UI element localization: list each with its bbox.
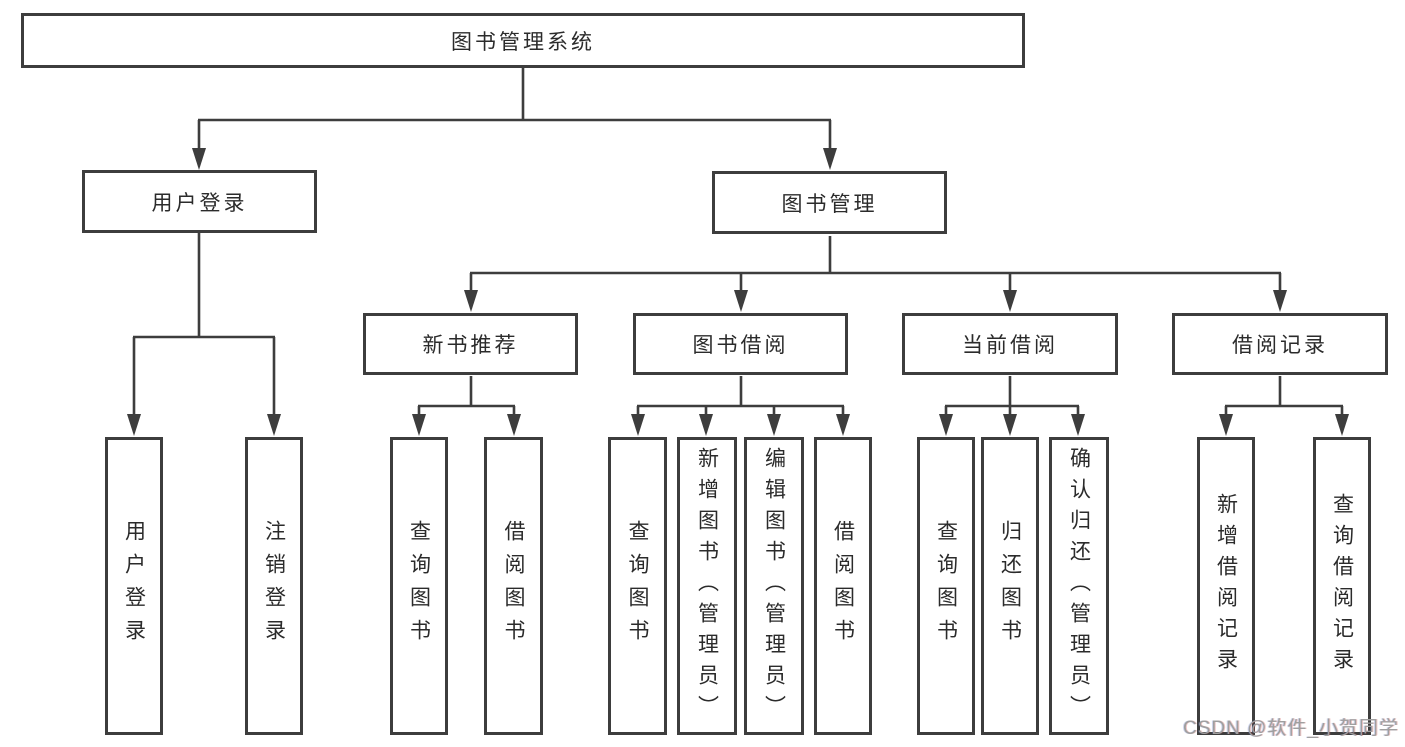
leaf-query-book-recommend: 查询图书: [390, 437, 448, 735]
node-label: 图书借阅: [692, 334, 789, 357]
node-current-borrow: 当前借阅: [902, 313, 1118, 375]
connector-book-management: [469, 236, 1282, 292]
connector-current-borrow: [944, 376, 1080, 417]
node-system-root: 图书管理系统: [21, 13, 1025, 68]
leaf-user-login: 用户登录: [105, 437, 163, 735]
node-label: 查询借阅记录: [1330, 493, 1354, 679]
node-label: 查询图书: [407, 520, 431, 652]
node-label: 查询图书: [626, 520, 649, 652]
leaf-logout: 注销登录: [245, 437, 303, 735]
node-user-login: 用户登录: [82, 170, 317, 233]
node-book-management: 图书管理: [712, 171, 947, 234]
leaf-borrow-book: 借阅图书: [814, 437, 872, 735]
node-label: 当前借阅: [962, 334, 1058, 357]
node-borrow-records: 借阅记录: [1172, 313, 1388, 375]
leaf-add-book-admin: 新增图书（管理员）: [677, 437, 737, 735]
connector-root: [197, 68, 832, 150]
leaf-edit-book-admin: 编辑图书（管理员）: [744, 437, 804, 735]
node-label: 确认归还（管理员）: [1067, 446, 1091, 726]
node-label: 归还图书: [998, 520, 1022, 652]
connector-new-book-recommend: [417, 376, 516, 417]
node-label: 编辑图书（管理员）: [762, 446, 786, 726]
node-label: 图书管理系统: [451, 30, 595, 54]
leaf-query-current-borrow: 查询图书: [917, 437, 975, 735]
node-label: 图书管理: [781, 192, 878, 216]
node-label: 借阅图书: [831, 520, 855, 652]
leaf-query-book-borrow: 查询图书: [608, 437, 667, 735]
leaf-borrow-book-recommend: 借阅图书: [484, 437, 543, 735]
leaf-return-book: 归还图书: [981, 437, 1039, 735]
node-new-book-recommend: 新书推荐: [363, 313, 578, 375]
node-label: 注销登录: [262, 520, 286, 652]
leaf-query-borrow-record: 查询借阅记录: [1313, 437, 1371, 735]
arrowheads: [127, 148, 1349, 436]
node-label: 用户登录: [151, 191, 248, 215]
leaf-add-borrow-record: 新增借阅记录: [1197, 437, 1255, 735]
connector-user-login: [132, 233, 276, 416]
node-label: 借阅记录: [1232, 334, 1328, 357]
connector-book-borrow: [636, 376, 845, 417]
node-label: 新书推荐: [422, 334, 519, 357]
csdn-watermark: CSDN @软件_小贺同学: [1183, 718, 1399, 739]
node-label: 新增借阅记录: [1214, 493, 1238, 679]
leaf-confirm-return-admin: 确认归还（管理员）: [1049, 437, 1109, 735]
node-book-borrow: 图书借阅: [633, 313, 848, 375]
node-label: 新增图书（管理员）: [695, 446, 719, 726]
node-label: 用户登录: [122, 520, 146, 652]
connector-borrow-records: [1224, 376, 1344, 417]
node-label: 查询图书: [934, 520, 958, 652]
node-label: 借阅图书: [502, 520, 525, 652]
